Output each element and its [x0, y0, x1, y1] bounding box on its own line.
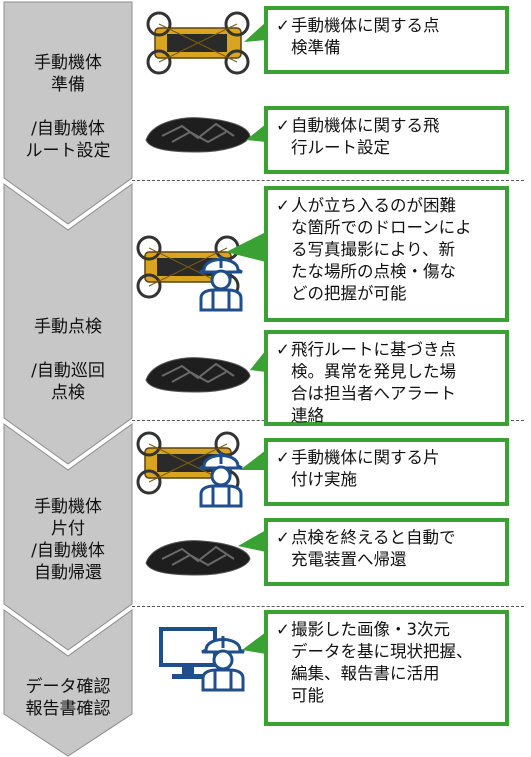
check-icon: ✓	[276, 340, 290, 359]
step-label-1: 手動機体 準備 /自動機体 ルート設定	[25, 53, 111, 161]
step-chevron-2	[3, 183, 133, 465]
callout-pointer	[242, 632, 266, 654]
drone-icon	[145, 117, 251, 153]
step-divider	[132, 180, 524, 181]
callout-text: 手動機体に関する片 付け実施	[291, 448, 440, 489]
callout-text: 飛行ルートに基づき点 検。異常を発見した場 合は担当者へアラート 連絡	[291, 340, 456, 425]
step-chevron-3	[3, 423, 133, 651]
step-label-2: 手動点検 /自動巡回 点検	[31, 317, 105, 403]
step-chevron-1	[3, 1, 133, 225]
callout-pointer	[238, 530, 266, 552]
callout-pointer	[246, 124, 266, 142]
callout-text: 人が立ち入るのが困難 な箇所でのドローンによ る写真撮影により、新 たな場所の点…	[291, 196, 472, 303]
worker-icon	[201, 636, 245, 692]
callout-text: 撮影した画像・3次元 データを基に現状把握、 編集、報告書に活用 可能	[291, 620, 473, 705]
step-label-3: 手動機体 片付 /自動機体 自動帰還	[31, 497, 105, 583]
callout-box: ✓ 手動機体に関する片 付け実施	[264, 438, 509, 506]
check-icon: ✓	[276, 448, 290, 467]
step-chevron-4	[3, 609, 133, 757]
step-label-4: データ確認 報告書確認	[25, 677, 111, 719]
callout-pointer	[226, 232, 266, 262]
check-icon: ✓	[276, 620, 290, 639]
callout-text: 点検を終えると自動で 充電装置へ帰還	[291, 528, 456, 569]
callout-text: 自動機体に関する飛 行ルート設定	[291, 116, 440, 157]
callout-box: ✓ 飛行ルートに基づき点 検。異常を発見した場 合は担当者へアラート 連絡	[264, 330, 509, 426]
callout-box: ✓ 自動機体に関する飛 行ルート設定	[264, 106, 509, 174]
callout-text: 手動機体に関する点 検準備	[291, 16, 440, 57]
callout-box: ✓ 手動機体に関する点 検準備	[264, 6, 509, 74]
check-icon: ✓	[276, 528, 290, 547]
callout-box: ✓ 人が立ち入るのが困難 な箇所でのドローンによ る写真撮影により、新 たな場所…	[264, 186, 509, 322]
callout-box: ✓ 撮影した画像・3次元 データを基に現状把握、 編集、報告書に活用 可能	[264, 610, 509, 726]
callout-pointer	[244, 22, 266, 42]
drone-icon	[145, 357, 251, 393]
robot-icon	[146, 11, 250, 75]
check-icon: ✓	[276, 196, 290, 215]
drone-icon	[145, 540, 251, 576]
callout-pointer	[240, 450, 266, 470]
callout-pointer	[250, 350, 266, 372]
check-icon: ✓	[276, 16, 290, 35]
callout-box: ✓ 点検を終えると自動で 充電装置へ帰還	[264, 518, 509, 586]
check-icon: ✓	[276, 116, 290, 135]
step-divider	[132, 606, 524, 607]
worker-icon	[199, 256, 243, 312]
worker-icon	[199, 452, 243, 508]
